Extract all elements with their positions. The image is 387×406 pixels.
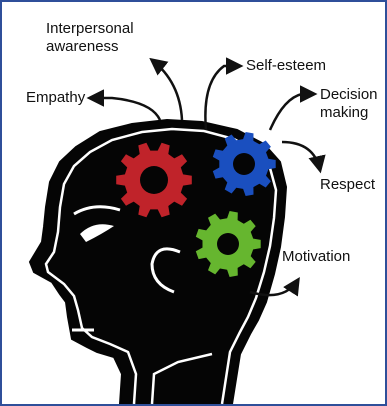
gears-layer xyxy=(116,132,276,277)
label-interpersonal-line2: awareness xyxy=(46,38,119,55)
arrow-motivation xyxy=(249,277,300,297)
label-empathy: Empathy xyxy=(26,89,86,106)
collar-line xyxy=(150,352,213,404)
arrow-decision xyxy=(268,85,318,131)
label-decision-making: Decision making xyxy=(320,86,378,122)
blue-gear-hub xyxy=(233,153,255,175)
head-inner-outline xyxy=(44,127,278,404)
arrow-respect xyxy=(281,140,326,174)
head-silhouette xyxy=(28,118,288,404)
arrow-self-esteem xyxy=(204,57,244,131)
red-gear-hub xyxy=(140,166,168,194)
label-interpersonal-line1: Interpersonal xyxy=(46,20,134,37)
ear xyxy=(150,247,181,294)
label-interpersonal-awareness: Interpersonal awareness xyxy=(46,20,134,56)
label-respect: Respect xyxy=(320,176,376,193)
label-decision-line1: Decision xyxy=(320,86,378,103)
arrow-empathy xyxy=(86,89,162,121)
label-self-esteem: Self-esteem xyxy=(246,57,327,74)
label-decision-line2: making xyxy=(320,104,369,121)
arrow-interpersonal xyxy=(149,57,184,121)
eyebrow xyxy=(73,205,121,216)
eye xyxy=(80,224,114,242)
green-gear-hub xyxy=(217,233,239,255)
head-diagram-svg xyxy=(28,57,326,404)
label-motivation: Motivation xyxy=(282,248,351,265)
